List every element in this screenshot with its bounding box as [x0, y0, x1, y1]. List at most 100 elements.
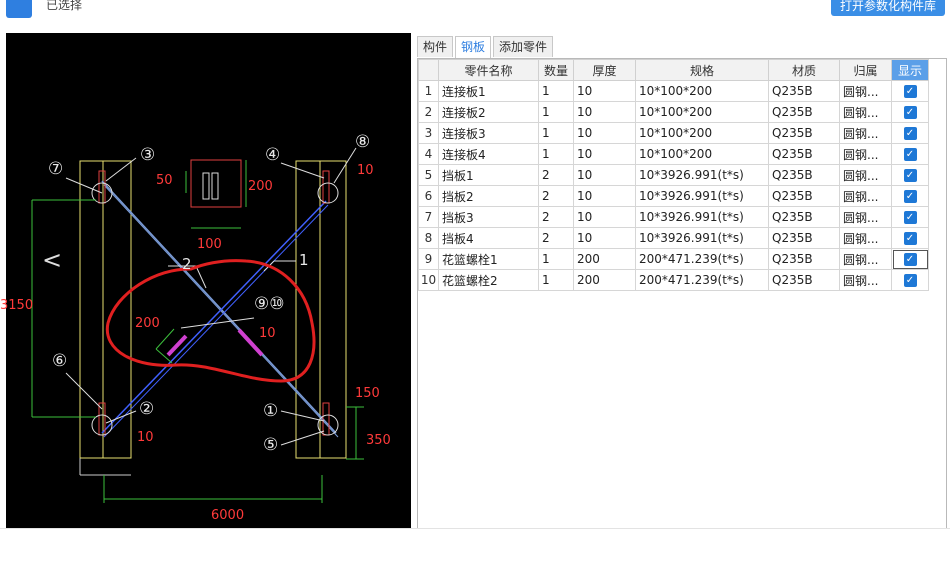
dim-3150: 3150 [0, 298, 33, 313]
label-9-10: ⑨⑩ [254, 294, 284, 314]
cell-owner: 圆钢... [839, 206, 892, 228]
cell-thickness: 10 [573, 185, 636, 207]
header-name[interactable]: 零件名称 [438, 59, 539, 81]
show-checkbox[interactable]: ✓ [903, 232, 917, 245]
cell-material: Q235B [768, 101, 840, 123]
cell-owner: 圆钢... [839, 248, 892, 270]
cell-owner: 圆钢... [839, 80, 892, 102]
cell-show: ✓ [891, 122, 929, 144]
cell-owner: 圆钢... [839, 143, 892, 165]
cell-name: 花篮螺栓2 [438, 269, 539, 291]
cell-name: 连接板3 [438, 122, 539, 144]
selected-label: 已选择 [46, 0, 83, 12]
cell-material: Q235B [768, 269, 840, 291]
header-show[interactable]: 显示 [891, 59, 929, 81]
show-checkbox[interactable]: ✓ [903, 211, 917, 224]
cell-spec: 200*471.239(t*s) [635, 269, 769, 291]
cell-spec: 200*471.239(t*s) [635, 248, 769, 270]
cell-qty: 2 [538, 227, 574, 249]
prev-view-icon[interactable]: < [42, 246, 63, 274]
cell-thickness: 10 [573, 122, 636, 144]
cell-show: ✓ [891, 143, 929, 165]
cell-show: ✓ [891, 227, 929, 249]
cell-spec: 10*3926.991(t*s) [635, 164, 769, 186]
cell-owner: 圆钢... [839, 227, 892, 249]
cell-thickness: 200 [573, 269, 636, 291]
header-thickness[interactable]: 厚度 [573, 59, 636, 81]
cell-show: ✓ [891, 269, 929, 291]
cell-qty: 1 [538, 248, 574, 270]
cell-idx: 1 [418, 80, 439, 102]
dim-350: 350 [366, 433, 391, 448]
header-qty[interactable]: 数量 [538, 59, 574, 81]
tab-components[interactable]: 构件 [417, 36, 454, 57]
show-checkbox[interactable]: ✓ [903, 169, 917, 182]
cell-material: Q235B [768, 227, 840, 249]
show-checkbox[interactable]: ✓ [903, 85, 917, 98]
dim-10-top: 10 [357, 163, 374, 178]
cell-material: Q235B [768, 80, 840, 102]
dim-50: 50 [156, 173, 173, 188]
cell-show: ✓ [891, 164, 929, 186]
header-material[interactable]: 材质 [768, 59, 840, 81]
label-6: ⑥ [52, 351, 67, 371]
label-member-1: 1 [299, 251, 309, 269]
show-checkbox[interactable]: ✓ [903, 148, 917, 161]
cell-thickness: 10 [573, 206, 636, 228]
cell-owner: 圆钢... [839, 185, 892, 207]
cell-name: 花篮螺栓1 [438, 248, 539, 270]
cell-qty: 1 [538, 122, 574, 144]
cell-thickness: 10 [573, 227, 636, 249]
dim-10-mid: 10 [259, 326, 276, 341]
cell-name: 挡板4 [438, 227, 539, 249]
cell-qty: 1 [538, 80, 574, 102]
cell-qty: 1 [538, 143, 574, 165]
cell-owner: 圆钢... [839, 164, 892, 186]
label-5: ⑤ [263, 435, 278, 455]
cell-spec: 10*100*200 [635, 80, 769, 102]
cell-qty: 2 [538, 185, 574, 207]
tab-add-part[interactable]: 添加零件 [493, 36, 554, 57]
show-checkbox[interactable]: ✓ [903, 253, 917, 266]
cell-name: 连接板4 [438, 143, 539, 165]
show-checkbox[interactable]: ✓ [903, 127, 917, 140]
dim-100: 100 [197, 237, 222, 252]
cell-qty: 1 [538, 269, 574, 291]
cell-idx: 6 [418, 185, 439, 207]
cell-idx: 7 [418, 206, 439, 228]
label-1: ① [263, 401, 278, 421]
cell-material: Q235B [768, 248, 840, 270]
cell-idx: 3 [418, 122, 439, 144]
cell-show: ✓ [891, 248, 929, 270]
open-library-button[interactable]: 打开参数化构件库 [831, 0, 945, 16]
cell-idx: 4 [418, 143, 439, 165]
app-icon [6, 0, 32, 18]
cell-material: Q235B [768, 143, 840, 165]
cell-name: 挡板1 [438, 164, 539, 186]
show-checkbox[interactable]: ✓ [903, 106, 917, 119]
cell-material: Q235B [768, 185, 840, 207]
cell-thickness: 10 [573, 101, 636, 123]
cell-thickness: 200 [573, 248, 636, 270]
cell-idx: 9 [418, 248, 439, 270]
drawing-canvas[interactable]: ⑦ ③ ④ ⑧ ⑥ ② ① ⑤ ⑨⑩ 1 2 50 200 100 10 315… [0, 33, 411, 528]
dim-6000: 6000 [211, 508, 244, 523]
tab-steel-plates[interactable]: 钢板 [455, 36, 492, 59]
cell-qty: 2 [538, 164, 574, 186]
show-checkbox[interactable]: ✓ [903, 274, 917, 287]
header-owner[interactable]: 归属 [839, 59, 892, 81]
header-spec[interactable]: 规格 [635, 59, 769, 81]
show-checkbox[interactable]: ✓ [903, 190, 917, 203]
cell-spec: 10*100*200 [635, 143, 769, 165]
